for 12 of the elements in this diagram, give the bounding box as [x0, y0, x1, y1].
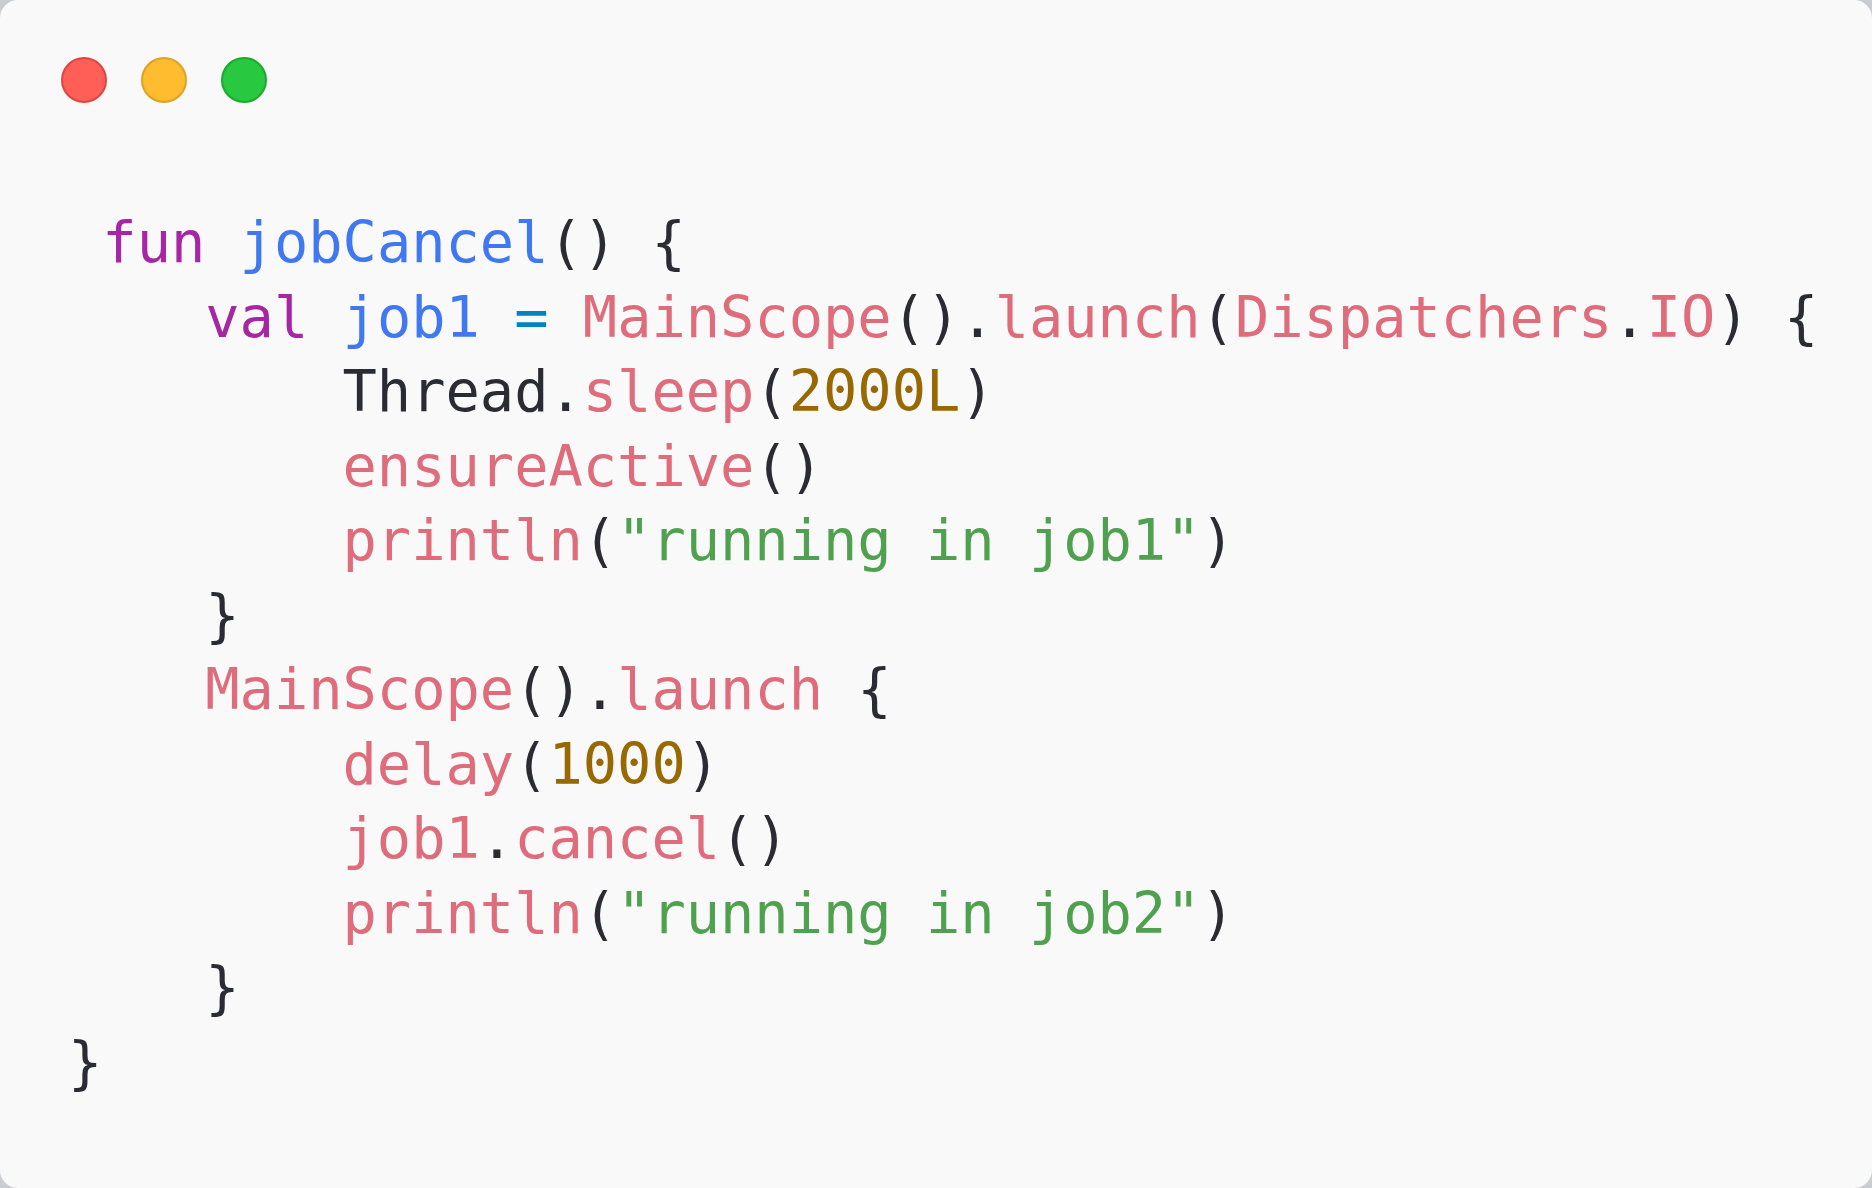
code-line: MainScope().launch { — [204, 655, 892, 724]
code-line: } — [204, 953, 240, 1022]
code-line: println("running in job2") — [341, 878, 1235, 948]
code-line: } — [204, 580, 240, 650]
code-line: fun jobCancel() { — [101, 208, 686, 277]
code-line: println("running in job1") — [341, 506, 1235, 575]
code-line: Thread.sleep(2000L) — [341, 357, 995, 426]
code-line: ensureActive() — [341, 431, 823, 501]
code-line: } — [68, 1027, 103, 1097]
code-line: job1.cancel() — [341, 804, 789, 873]
code-line: val job1 = MainScope().launch(Dispatchers.IO) { — [204, 282, 1819, 352]
code-line: delay(1000) — [341, 729, 721, 799]
